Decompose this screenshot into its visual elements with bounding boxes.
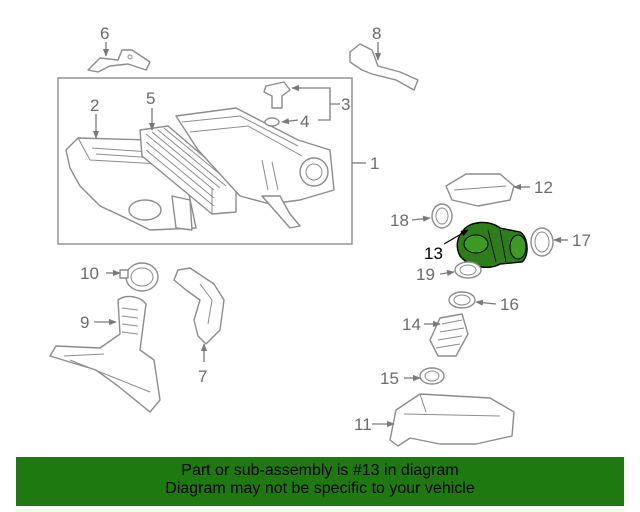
part-13-intake-hose[interactable] (456, 221, 528, 268)
info-banner: Part or sub-assembly is #13 in diagram D… (16, 457, 624, 506)
part-12-cover[interactable] (445, 173, 515, 207)
callout-5: 5 (146, 89, 155, 108)
callout-6: 6 (100, 24, 109, 43)
callout-8: 8 (372, 24, 381, 43)
part-7-bracket[interactable] (173, 267, 225, 345)
callout-18: 18 (390, 211, 409, 230)
part-5-filter-element[interactable] (139, 125, 237, 215)
part-10-clamp[interactable] (119, 262, 159, 292)
part-8-bracket[interactable] (349, 43, 419, 91)
callout-13: 13 (424, 244, 443, 263)
part-13-leader (443, 229, 469, 245)
callout-2: 2 (90, 96, 99, 115)
part-9-intake-duct[interactable] (49, 295, 161, 413)
part-16-clamp[interactable] (448, 291, 476, 309)
part-3-airflow-meter[interactable] (263, 81, 291, 109)
callout-11: 11 (354, 415, 372, 434)
parts-diagram: 1 2 3 4 5 6 7 8 9 10 11 12 13 14 15 16 1… (49, 24, 591, 447)
banner-line-part: Part or sub-assembly is #13 in diagram (181, 462, 459, 479)
callout-17: 17 (572, 231, 591, 250)
callout-3: 3 (341, 95, 350, 114)
callout-15: 15 (380, 369, 399, 388)
callout-12: 12 (534, 178, 553, 197)
part-6-bracket[interactable] (87, 49, 151, 73)
callout-1: 1 (370, 154, 379, 173)
part-14-hose[interactable] (429, 313, 469, 357)
callout-16: 16 (500, 295, 519, 314)
part-19-clamp[interactable] (454, 261, 482, 279)
banner-line-disclaimer: Diagram may not be specific to your vehi… (165, 480, 475, 497)
part-11-air-duct[interactable] (389, 393, 515, 447)
callout-10: 10 (80, 264, 99, 283)
part-18-clamp[interactable] (431, 203, 453, 229)
callout-9: 9 (80, 313, 89, 332)
callout-19: 19 (416, 265, 435, 284)
callout-4: 4 (300, 112, 309, 131)
air-cleaner-assembly-frame (57, 77, 353, 245)
part-15-clamp[interactable] (419, 367, 445, 385)
part-4-grommet[interactable] (264, 117, 280, 127)
callout-14: 14 (402, 315, 421, 334)
callout-7: 7 (198, 367, 207, 386)
part-17-clamp[interactable] (530, 227, 554, 257)
